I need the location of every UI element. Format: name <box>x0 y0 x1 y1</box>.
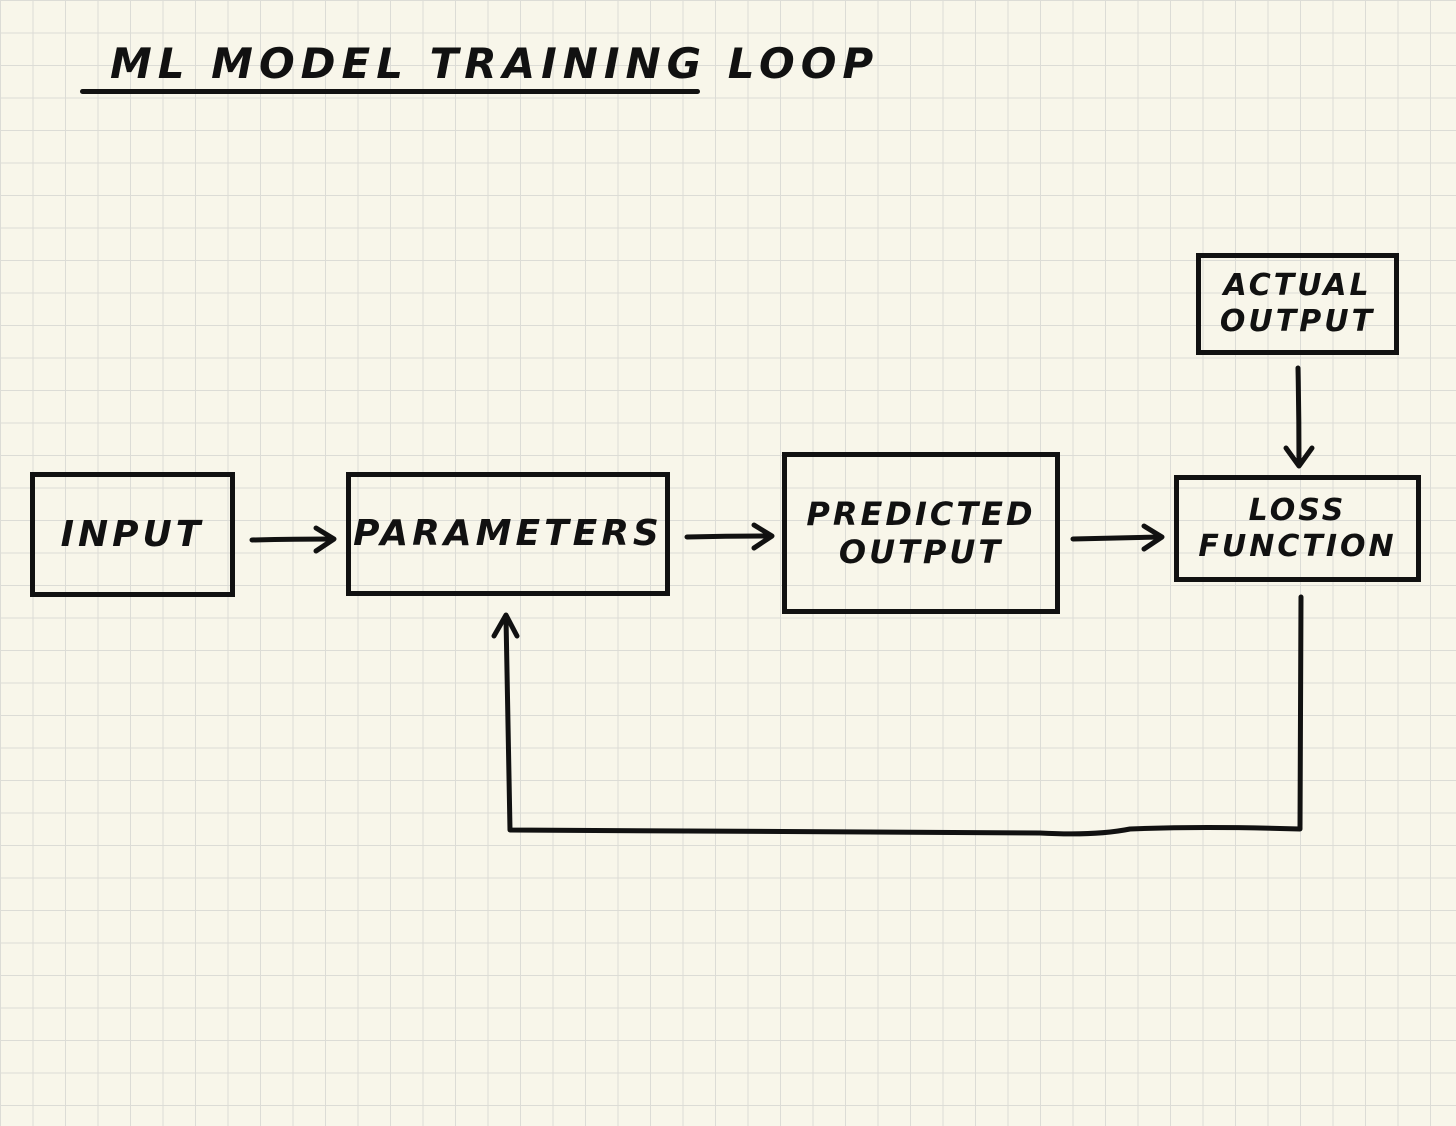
arrow-actual-output-to-loss-function <box>1283 365 1315 469</box>
predicted-output-label-line1: PREDICTED <box>806 495 1036 533</box>
input-label: INPUT <box>60 513 205 555</box>
parameters-label: PARAMETERS <box>353 513 663 554</box>
actual-output-node: ACTUAL OUTPUT <box>1196 253 1399 355</box>
loss-function-node: LOSS FUNCTION <box>1174 475 1421 582</box>
input-node: INPUT <box>30 472 235 597</box>
loss-function-label-line2: FUNCTION <box>1198 528 1397 564</box>
arrow-loss-function-to-parameters <box>491 594 1304 837</box>
loss-function-label-line1: LOSS <box>1248 492 1347 528</box>
title-underline <box>80 89 700 94</box>
actual-output-label-line1: ACTUAL <box>1223 268 1372 303</box>
actual-output-label-line2: OUTPUT <box>1219 304 1376 339</box>
diagram-title: ML MODEL TRAINING LOOP <box>110 39 880 88</box>
parameters-node: PARAMETERS <box>346 472 670 596</box>
arrow-input-to-parameters <box>249 525 337 554</box>
predicted-output-node: PREDICTED OUTPUT <box>782 452 1060 614</box>
arrow-parameters-to-predicted-output <box>684 522 775 551</box>
predicted-output-label-line2: OUTPUT <box>838 533 1004 571</box>
arrow-predicted-output-to-loss-function <box>1070 523 1165 552</box>
